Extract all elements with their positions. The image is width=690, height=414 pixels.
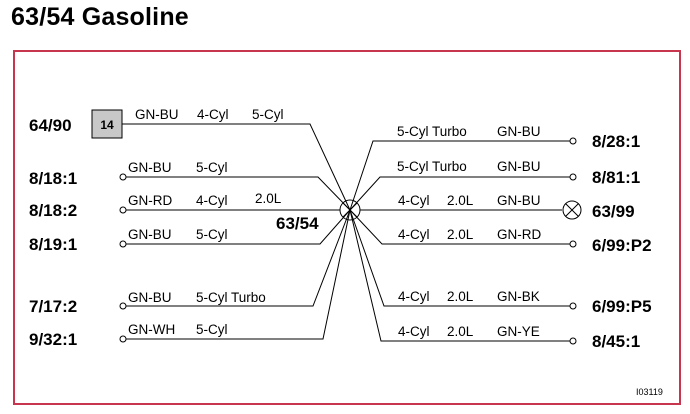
- engine-label: 5-Cyl: [196, 322, 228, 337]
- connector-box-number: 14: [100, 118, 114, 132]
- wire-color-label: GN-WH: [128, 322, 175, 337]
- engine-label: 4-Cyl: [398, 193, 430, 208]
- wire-row-9-32-1: 9/32:1 GN-WH 5-Cyl: [29, 209, 351, 349]
- displacement-label: 2.0L: [447, 289, 474, 304]
- connector-label: 8/18:2: [29, 201, 77, 220]
- wire-row-63-99: 4-Cyl 2.0L GN-BU 63/99: [360, 193, 635, 221]
- connector-label: 8/28:1: [592, 132, 640, 151]
- wire-color-label: GN-RD: [128, 193, 172, 208]
- displacement-label: 2.0L: [447, 227, 474, 242]
- terminal-icon: [119, 302, 127, 310]
- engine-label: 4-Cyl: [398, 289, 430, 304]
- terminal-icon: [569, 173, 577, 181]
- terminal-icon: [569, 337, 577, 345]
- wire-color-label: GN-BU: [135, 107, 179, 122]
- engine-label: 4-Cyl: [398, 227, 430, 242]
- displacement-label: 2.0L: [447, 193, 474, 208]
- engine-label: 5-Cyl: [196, 227, 228, 242]
- connector-label: 8/81:1: [592, 168, 640, 187]
- engine-label: 5-Cyl Turbo: [397, 124, 467, 139]
- wire-row-8-45-1: 4-Cyl 2.0L GN-YE 8/45:1: [349, 209, 640, 351]
- connector-label: 6/99:P2: [592, 236, 652, 255]
- wire-64-90: [122, 123, 351, 211]
- wire-row-6-99-p2: 4-Cyl 2.0L GN-RD 6/99:P2: [349, 209, 652, 255]
- wire-color-label: GN-BU: [128, 227, 172, 242]
- wire-row-7-17-2: 7/17:2 GN-BU 5-Cyl Turbo: [29, 209, 351, 316]
- connector-64-90: 64/90: [29, 116, 72, 135]
- engine-label: 5-Cyl Turbo: [196, 290, 266, 305]
- engine-label: 4-Cyl: [196, 193, 228, 208]
- connector-label: 7/17:2: [29, 297, 77, 316]
- terminal-icon: [119, 240, 127, 248]
- connector-label: 8/45:1: [592, 332, 640, 351]
- engine-label: 4-Cyl: [398, 324, 430, 339]
- connector-label: 63/99: [592, 202, 635, 221]
- engine-label: 5-Cyl: [196, 160, 228, 175]
- terminal-icon: [569, 240, 577, 248]
- wire-row-8-19-1: 8/19:1 GN-BU 5-Cyl: [29, 209, 351, 254]
- wire-color-label: GN-BK: [497, 289, 540, 304]
- wire-row-8-28-1: 5-Cyl Turbo GN-BU 8/28:1: [349, 124, 640, 211]
- wire-color-label: GN-BU: [497, 159, 541, 174]
- splice-label: 63/54: [276, 214, 319, 233]
- wire-row-6-99-p5: 4-Cyl 2.0L GN-BK 6/99:P5: [349, 209, 652, 316]
- figure-id: I03119: [636, 387, 663, 397]
- wire-color-label: GN-BU: [128, 290, 172, 305]
- connector-label: 8/19:1: [29, 235, 77, 254]
- terminal-icon: [569, 302, 577, 310]
- wire-color-label: GN-YE: [497, 324, 540, 339]
- engine-label: 5-Cyl Turbo: [397, 159, 467, 174]
- terminal-icon: [119, 206, 127, 214]
- connector-label: 6/99:P5: [592, 297, 652, 316]
- wire-color-label: GN-BU: [497, 124, 541, 139]
- wire-row-8-18-1: 8/18:1 GN-BU 5-Cyl: [29, 160, 351, 211]
- wire-row-8-18-2: 8/18:2 GN-RD 4-Cyl 2.0L: [29, 191, 340, 220]
- terminal-icon: [119, 335, 127, 343]
- connector-label: 8/18:1: [29, 169, 77, 188]
- wire-color-label: GN-BU: [128, 160, 172, 175]
- engine-variant-label: 5-Cyl: [252, 107, 284, 122]
- displacement-label: 2.0L: [255, 191, 282, 206]
- displacement-label: 2.0L: [447, 324, 474, 339]
- connector-label: 9/32:1: [29, 330, 77, 349]
- lamp-icon: [562, 200, 582, 220]
- diagram-frame: [13, 50, 681, 405]
- engine-label: 4-Cyl: [197, 107, 229, 122]
- page-title: 63/54 Gasoline: [11, 3, 189, 31]
- terminal-icon: [119, 173, 127, 181]
- terminal-icon: [569, 137, 577, 145]
- wire-row-8-81-1: 5-Cyl Turbo GN-BU 8/81:1: [349, 159, 640, 211]
- wire-color-label: GN-RD: [497, 227, 541, 242]
- wire-color-label: GN-BU: [497, 193, 541, 208]
